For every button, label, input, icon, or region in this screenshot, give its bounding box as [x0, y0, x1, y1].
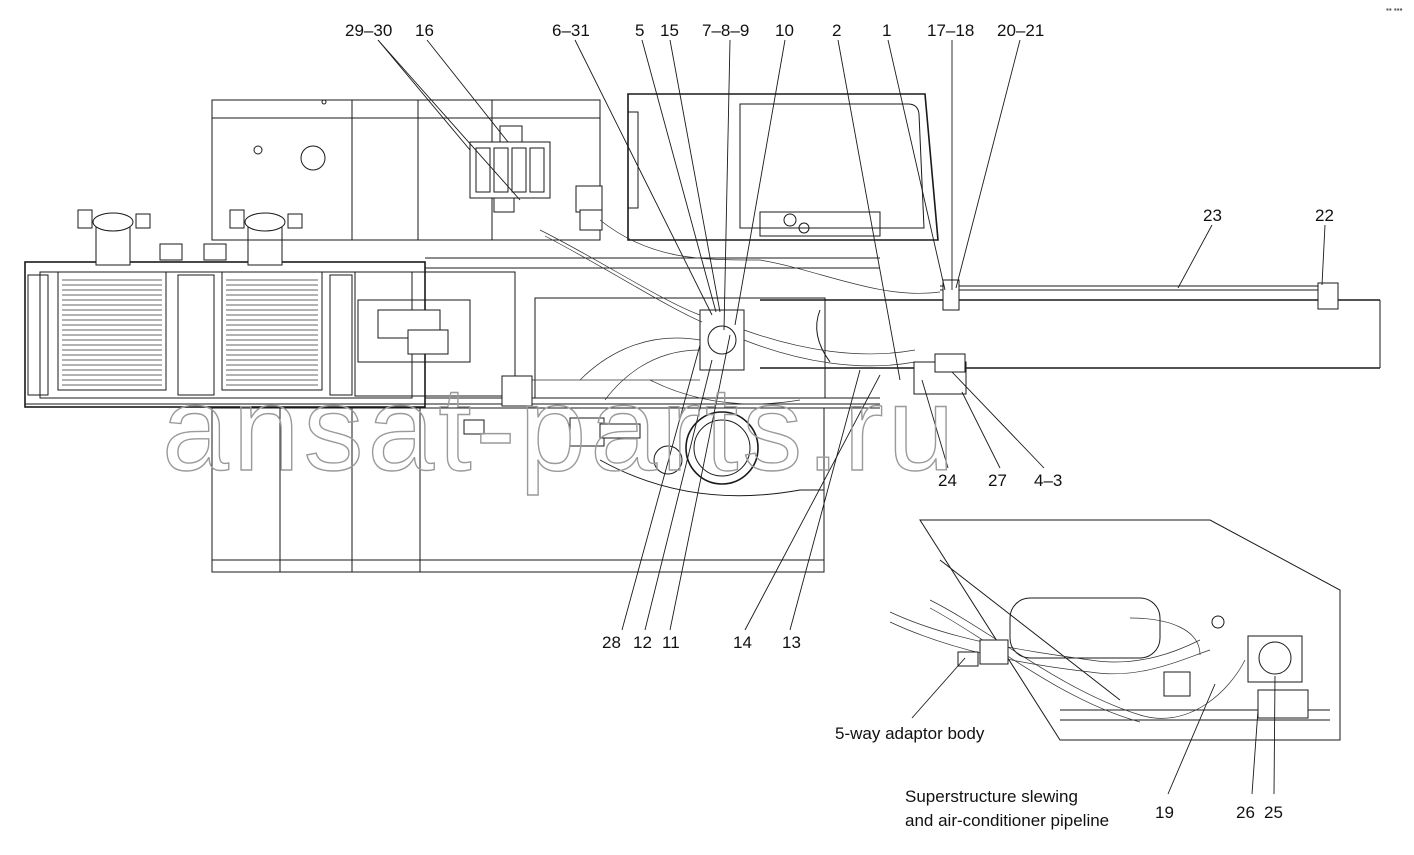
inset-detail: [889, 519, 1341, 795]
callouts-bottom: 28 12 11 14 13: [602, 633, 801, 652]
control-valve-block: [469, 125, 551, 213]
callouts-top: 29–30 16 6–31 5 15 7–8–9 10 2 1 17–18 20…: [345, 21, 1044, 40]
callout-13: 13: [782, 633, 801, 652]
winch-drum-left: [57, 271, 167, 391]
callout-14: 14: [733, 633, 752, 652]
callout-25: 25: [1264, 803, 1283, 822]
callout-10: 10: [775, 21, 794, 40]
callout-29-30: 29–30: [345, 21, 392, 40]
adaptor-label: 5-way adaptor body: [835, 724, 985, 743]
callout-1: 1: [882, 21, 891, 40]
callout-19: 19: [1155, 803, 1174, 822]
inset-callouts: 19 26 25: [1155, 803, 1283, 822]
callout-17-18: 17–18: [927, 21, 974, 40]
callout-11: 11: [662, 633, 680, 652]
callout-26: 26: [1236, 803, 1255, 822]
callouts-right: 23 22: [1203, 206, 1334, 225]
callout-4-3: 4–3: [1034, 471, 1062, 490]
callout-23: 23: [1203, 206, 1222, 225]
watermark: ansat-parts.ru: [162, 362, 958, 496]
callout-20-21: 20–21: [997, 21, 1044, 40]
winch-motor-right: [229, 209, 303, 266]
callout-6-31: 6–31: [552, 21, 590, 40]
boom: [760, 279, 1381, 369]
winch-motor-left: [77, 209, 151, 266]
swivel-joint: [699, 309, 745, 371]
callout-2: 2: [832, 21, 841, 40]
inset-title-line1: Superstructure slewing: [905, 787, 1078, 806]
winch-drum-right: [221, 271, 323, 391]
callout-22: 22: [1315, 206, 1334, 225]
callout-5: 5: [635, 21, 644, 40]
slewing-ring: [653, 411, 759, 485]
main-assembly: [24, 93, 1381, 573]
callout-24: 24: [938, 471, 957, 490]
callouts-mid: 24 27 4–3: [938, 471, 1062, 490]
callout-7-8-9: 7–8–9: [702, 21, 749, 40]
callout-16: 16: [415, 21, 434, 40]
inset-title-line2: and air-conditioner pipeline: [905, 811, 1109, 830]
operator-cab: [627, 93, 939, 241]
corner-mark: ▪▪ ▪▪▪: [1386, 5, 1403, 14]
leader-lines: [377, 39, 1326, 631]
callout-15: 15: [660, 21, 679, 40]
callout-27: 27: [988, 471, 1007, 490]
callout-28: 28: [602, 633, 621, 652]
callout-12: 12: [633, 633, 652, 652]
